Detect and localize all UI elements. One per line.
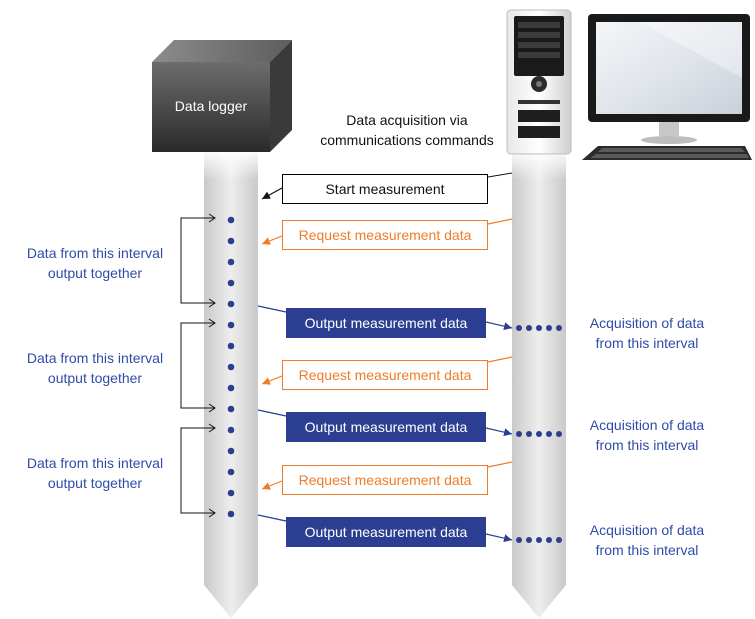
interval-bracket-2 [180, 322, 214, 409]
data-logger-cube-icon [152, 40, 292, 152]
logger-dot [227, 489, 235, 497]
output-box-3: Output measurement data [286, 517, 486, 547]
interval-1-left-line1: Data from this interval [26, 245, 164, 261]
interval-bracket-3 [180, 427, 214, 514]
start-connector [487, 172, 513, 178]
logger-dot [227, 426, 235, 434]
acquisition-dot [516, 325, 522, 331]
interval-2-right-line2: from this interval [595, 437, 699, 453]
logger-dot [227, 216, 235, 224]
output-box-2: Output measurement data [286, 412, 486, 442]
start-measurement-box: Start measurement [282, 174, 488, 204]
logger-dot [227, 279, 235, 287]
logger-dot [227, 342, 235, 350]
interval-3-right-line1: Acquisition of data [589, 522, 705, 538]
output-box-1: Output measurement data [286, 308, 486, 338]
pc-tower-icon [506, 9, 572, 155]
interval-2-right-line1: Acquisition of data [589, 417, 705, 433]
request-box-1: Request measurement data [282, 220, 488, 250]
interval-1-left-line2: output together [47, 265, 143, 281]
acquisition-dot [536, 537, 542, 543]
logger-dot [227, 300, 235, 308]
output-arrows [257, 305, 513, 543]
logger-dot [227, 468, 235, 476]
acquisition-dot [556, 537, 562, 543]
data-logger-label: Data logger [174, 98, 248, 114]
acquisition-dot [526, 431, 532, 437]
logger-dot [227, 321, 235, 329]
acquisition-dot [556, 431, 562, 437]
acquisition-dot [536, 325, 542, 331]
logger-dot [227, 447, 235, 455]
interval-3-left-line2: output together [47, 475, 143, 491]
interval-2-left-line2: output together [47, 370, 143, 386]
pc-lifeline [512, 150, 566, 618]
interval-1-right-line1: Acquisition of data [589, 315, 705, 331]
keyboard-icon [582, 146, 752, 160]
logger-dot [227, 363, 235, 371]
logger-dot [227, 384, 235, 392]
caption-line-1: Data acquisition via [346, 112, 468, 128]
acquisition-dot [536, 431, 542, 437]
interval-1-right-line2: from this interval [595, 335, 699, 351]
interval-bracket-1 [180, 217, 214, 304]
logger-lifeline [204, 150, 258, 618]
acquisition-dot [516, 431, 522, 437]
request-box-3: Request measurement data [282, 465, 488, 495]
interval-3-left-line1: Data from this interval [26, 455, 164, 471]
interval-2-left-line1: Data from this interval [26, 350, 164, 366]
request-box-2: Request measurement data [282, 360, 488, 390]
acquisition-dot [526, 537, 532, 543]
acquisition-dot [526, 325, 532, 331]
logger-dots [227, 216, 235, 518]
logger-dot [227, 510, 235, 518]
monitor-icon [588, 14, 750, 144]
logger-dot [227, 258, 235, 266]
bracket-arrowheads [208, 213, 216, 518]
pc-dots [516, 325, 562, 543]
interval-3-right-line2: from this interval [595, 542, 699, 558]
acquisition-dot [516, 537, 522, 543]
logger-dot [227, 237, 235, 245]
acquisition-dot [556, 325, 562, 331]
request-arrows [261, 218, 513, 490]
acquisition-dot [546, 431, 552, 437]
caption-line-2: communications commands [320, 132, 494, 148]
acquisition-dot [546, 325, 552, 331]
acquisition-dot [546, 537, 552, 543]
logger-dot [227, 405, 235, 413]
start-arrow [261, 187, 283, 200]
